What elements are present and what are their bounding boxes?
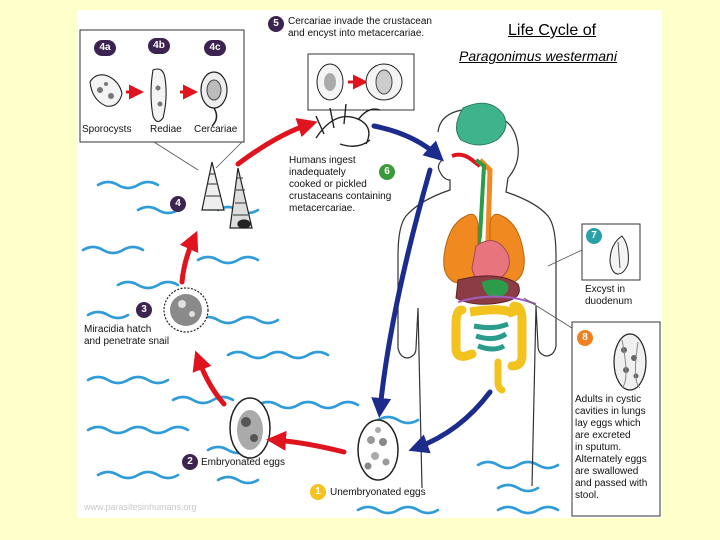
metacercaria-drawing <box>316 63 403 101</box>
stage-7-badge: 7 <box>586 228 602 244</box>
diagram-subtitle: Paragonimus westermani <box>459 48 617 64</box>
arrow-lungs-to-egg <box>371 167 433 418</box>
arrow-2-to-3 <box>192 350 227 407</box>
arrow-stool-to-egg <box>408 389 493 454</box>
stage-4c-badge: 4c <box>204 40 226 56</box>
stage-2-badge: 2 <box>182 454 198 470</box>
human-cycle-arrows <box>371 123 493 454</box>
stage-4c-label: Cercariae <box>194 124 238 135</box>
cercaria-drawing <box>200 71 228 127</box>
environment-cycle-arrows <box>179 118 347 455</box>
stage-4a-badge: 4a <box>94 40 116 56</box>
stage-1-label: Unembryonated eggs <box>330 487 426 498</box>
snail-drawing <box>201 161 253 229</box>
stage-6-label: Humans ingest inadequately cooked or pic… <box>289 155 392 214</box>
stage-8-label: Adults in cystic cavities in lungs lay e… <box>575 394 648 501</box>
stage-8-badge: 8 <box>577 330 593 346</box>
crustacean-drawing <box>315 103 381 147</box>
arrow-4-to-5 <box>235 118 318 167</box>
arrow-1-to-2 <box>266 430 347 455</box>
adult-fluke-drawing <box>613 333 647 391</box>
stage-4b-label: Rediae <box>150 124 182 135</box>
excysted-fluke-drawing <box>609 235 629 275</box>
stage-4a-label: Sporocysts <box>82 124 132 135</box>
life-cycle-diagram: Life Cycle of Paragonimus westermani 5 C… <box>78 10 662 518</box>
stage-4b-badge: 4b <box>148 38 170 54</box>
miracidium-drawing <box>163 287 209 333</box>
redia-drawing <box>150 68 167 123</box>
stage-6-badge: 6 <box>379 164 395 180</box>
stage-3-label: Miracidia hatch and penetrate snail <box>84 324 170 347</box>
human-figure <box>397 102 583 489</box>
callout-line-4a <box>153 141 199 171</box>
stage-4-badge: 4 <box>170 196 186 212</box>
stage-3-badge: 3 <box>136 302 152 318</box>
embryonated-egg-drawing <box>229 397 271 459</box>
stage-5-badge: 5 <box>268 16 284 32</box>
stage-5-label: Cercariae invade the crustacean and ency… <box>288 16 432 39</box>
diagram-title: Life Cycle of <box>508 22 597 39</box>
stage-7-label: Excyst in duodenum <box>585 284 633 307</box>
diagram-artwork <box>79 29 661 517</box>
stage-2-label: Embryonated eggs <box>201 457 285 468</box>
sporocyst-drawing <box>89 74 123 107</box>
arrow-3-to-4 <box>179 230 199 285</box>
arrow-5-to-6 <box>371 123 444 162</box>
stage-1-badge: 1 <box>310 484 326 500</box>
unembryonated-egg-drawing <box>357 419 399 481</box>
callout-line-4c <box>215 141 243 169</box>
source-watermark: www.parasitesinhumans.org <box>84 502 197 512</box>
